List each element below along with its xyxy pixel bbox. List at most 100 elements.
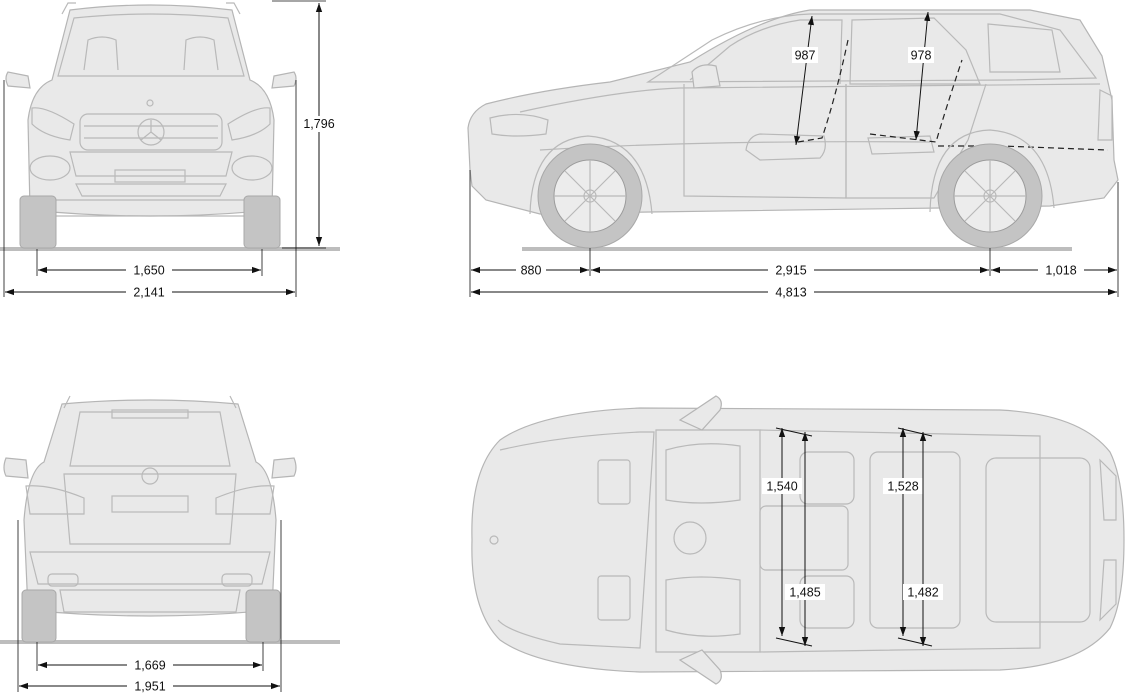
front-seat-right	[183, 36, 219, 71]
top-steering-wheel	[673, 521, 707, 555]
front-tyre-right	[243, 195, 281, 249]
front-roof-rails	[61, 2, 241, 15]
top-star-emblem	[489, 535, 499, 545]
wheelbase-label-bg	[768, 262, 814, 278]
front-wheel-spokes	[554, 160, 626, 232]
rear-underbody	[59, 589, 241, 613]
rear-taillight-right	[215, 485, 275, 515]
rear-track-label-bg	[127, 657, 173, 673]
top-bonnet-vent-left	[597, 459, 631, 505]
top-bonnet	[497, 431, 655, 649]
front-view: 1,796 1,650 2,141	[0, 0, 340, 300]
rear-elbow-label: 1,482	[907, 586, 938, 600]
top-dashboard-right	[665, 576, 741, 637]
width-without-mirrors-label: 1,951	[134, 680, 165, 694]
front-mirror-right	[271, 71, 297, 89]
front-grille	[79, 113, 223, 151]
front-seat-left	[83, 36, 119, 71]
side-taillight	[1097, 89, 1113, 141]
height-label-bg	[302, 116, 336, 132]
rear-license-plate	[111, 495, 189, 513]
front-star-emblem	[140, 120, 162, 141]
overall-length-label-bg	[768, 284, 814, 300]
rear-headroom-label-bg	[908, 47, 934, 63]
width-without-mirrors-label-bg	[127, 678, 173, 694]
rear-view: 1,669 1,951	[0, 395, 340, 694]
front-license-plate	[114, 169, 186, 183]
wheelbase-label: 2,915	[775, 264, 806, 278]
height-label: 1,796	[303, 117, 334, 131]
front-elbow-label: 1,485	[789, 586, 820, 600]
rear-headroom-seatback-line	[869, 59, 963, 143]
side-front-seat	[745, 133, 826, 161]
front-track-label-bg	[126, 262, 172, 278]
front-star-badge	[137, 118, 165, 146]
rear-track-label: 1,669	[134, 659, 165, 673]
front-wheel-hub	[583, 189, 597, 203]
side-view: 987 978 880 2,915 1,018 4,813	[467, 9, 1119, 300]
top-dashboard-left	[665, 443, 741, 504]
front-track-label: 1,650	[133, 264, 164, 278]
rear-headroom-dimension-line	[913, 11, 931, 141]
front-foglight-left	[29, 155, 71, 181]
front-headlight-left	[31, 107, 75, 141]
top-front-seat-right	[799, 575, 855, 629]
front-headlight-right	[227, 107, 271, 141]
top-cargo-area	[985, 457, 1091, 623]
rear-window	[69, 411, 231, 467]
rear-body	[23, 399, 277, 617]
front-lower-intake	[75, 183, 227, 197]
top-taillight-left	[1099, 458, 1117, 521]
rear-star-badge	[141, 467, 159, 485]
front-foglight-right	[231, 155, 273, 181]
rear-overhang-label-bg	[1038, 262, 1084, 278]
rear-spoiler-light	[111, 409, 189, 419]
rear-wheel-arch	[929, 129, 1055, 213]
side-headlight	[489, 113, 549, 137]
rear-shoulder-label-bg	[883, 478, 923, 494]
top-body	[471, 407, 1125, 673]
front-mirror-left	[5, 71, 31, 89]
rear-wheel-spokes	[954, 160, 1026, 232]
rear-taillight-left	[25, 485, 85, 515]
front-overhang-label: 880	[521, 264, 542, 278]
side-window-line	[645, 13, 1098, 83]
front-overhang-label-bg	[516, 262, 546, 278]
top-taillight-right	[1099, 559, 1117, 622]
top-view: 1,540 1,485 1,528 1,482	[471, 395, 1125, 685]
rear-overhang-label: 1,018	[1045, 264, 1076, 278]
front-headroom-dimension-line	[793, 15, 815, 146]
rear-shoulder-ticks	[897, 427, 933, 647]
overall-width-label-bg	[126, 284, 172, 300]
rear-bumper	[29, 551, 271, 585]
side-beltline	[519, 83, 1101, 113]
front-lower-grille	[69, 151, 233, 177]
rear-headroom-label: 978	[911, 49, 932, 63]
top-mirror-right	[678, 649, 722, 685]
rear-elbow-label-bg	[903, 584, 943, 600]
bonnet-emblem	[146, 99, 154, 107]
side-rear-door	[845, 83, 987, 199]
top-rear-bench	[869, 451, 961, 629]
front-windshield	[57, 13, 245, 77]
front-shoulder-label-bg	[762, 478, 802, 494]
rear-tyre-right	[245, 589, 281, 643]
rear-mirror-right	[271, 457, 297, 479]
rear-tailgate	[63, 473, 237, 545]
rear-exhaust-left	[47, 573, 79, 587]
rear-wheel-hub	[983, 189, 997, 203]
front-headroom-label-bg	[792, 47, 818, 63]
front-shoulder-label: 1,540	[766, 480, 797, 494]
side-quarter-window	[987, 23, 1061, 73]
top-bonnet-vent-right	[597, 575, 631, 621]
front-wheel-arch	[529, 135, 653, 215]
front-tyre-left	[19, 195, 57, 249]
rear-exhaust-right	[221, 573, 253, 587]
overall-length-label: 4,813	[775, 286, 806, 300]
rear-roof-rails	[63, 395, 237, 409]
front-headroom-seatback-line	[797, 39, 849, 143]
front-elbow-label-bg	[785, 584, 825, 600]
front-headroom-label: 987	[795, 49, 816, 63]
rear-tyre-left	[21, 589, 57, 643]
